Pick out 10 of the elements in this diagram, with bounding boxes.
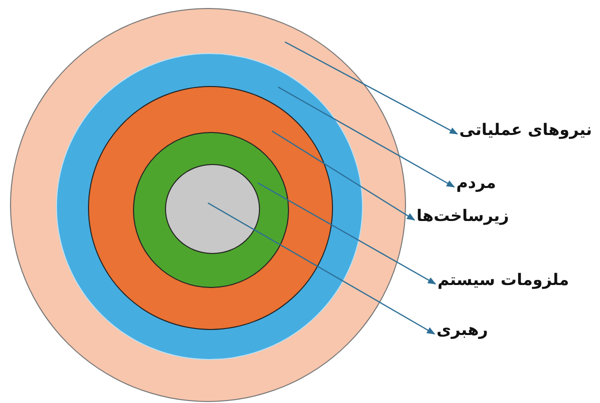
leader-arrow <box>272 130 416 220</box>
layer-label: مردم <box>456 167 496 199</box>
leader-arrow <box>278 86 455 188</box>
leader-arrow <box>208 202 436 335</box>
layer-label: رهبری <box>436 314 488 346</box>
layer-label: زیرساخت‌ها <box>416 200 509 232</box>
layer-label: ملزومات سیستم <box>437 264 569 296</box>
leader-arrow <box>284 41 458 135</box>
leader-arrow <box>258 182 436 285</box>
layer-label: نیروهای عملیاتی <box>459 114 592 146</box>
